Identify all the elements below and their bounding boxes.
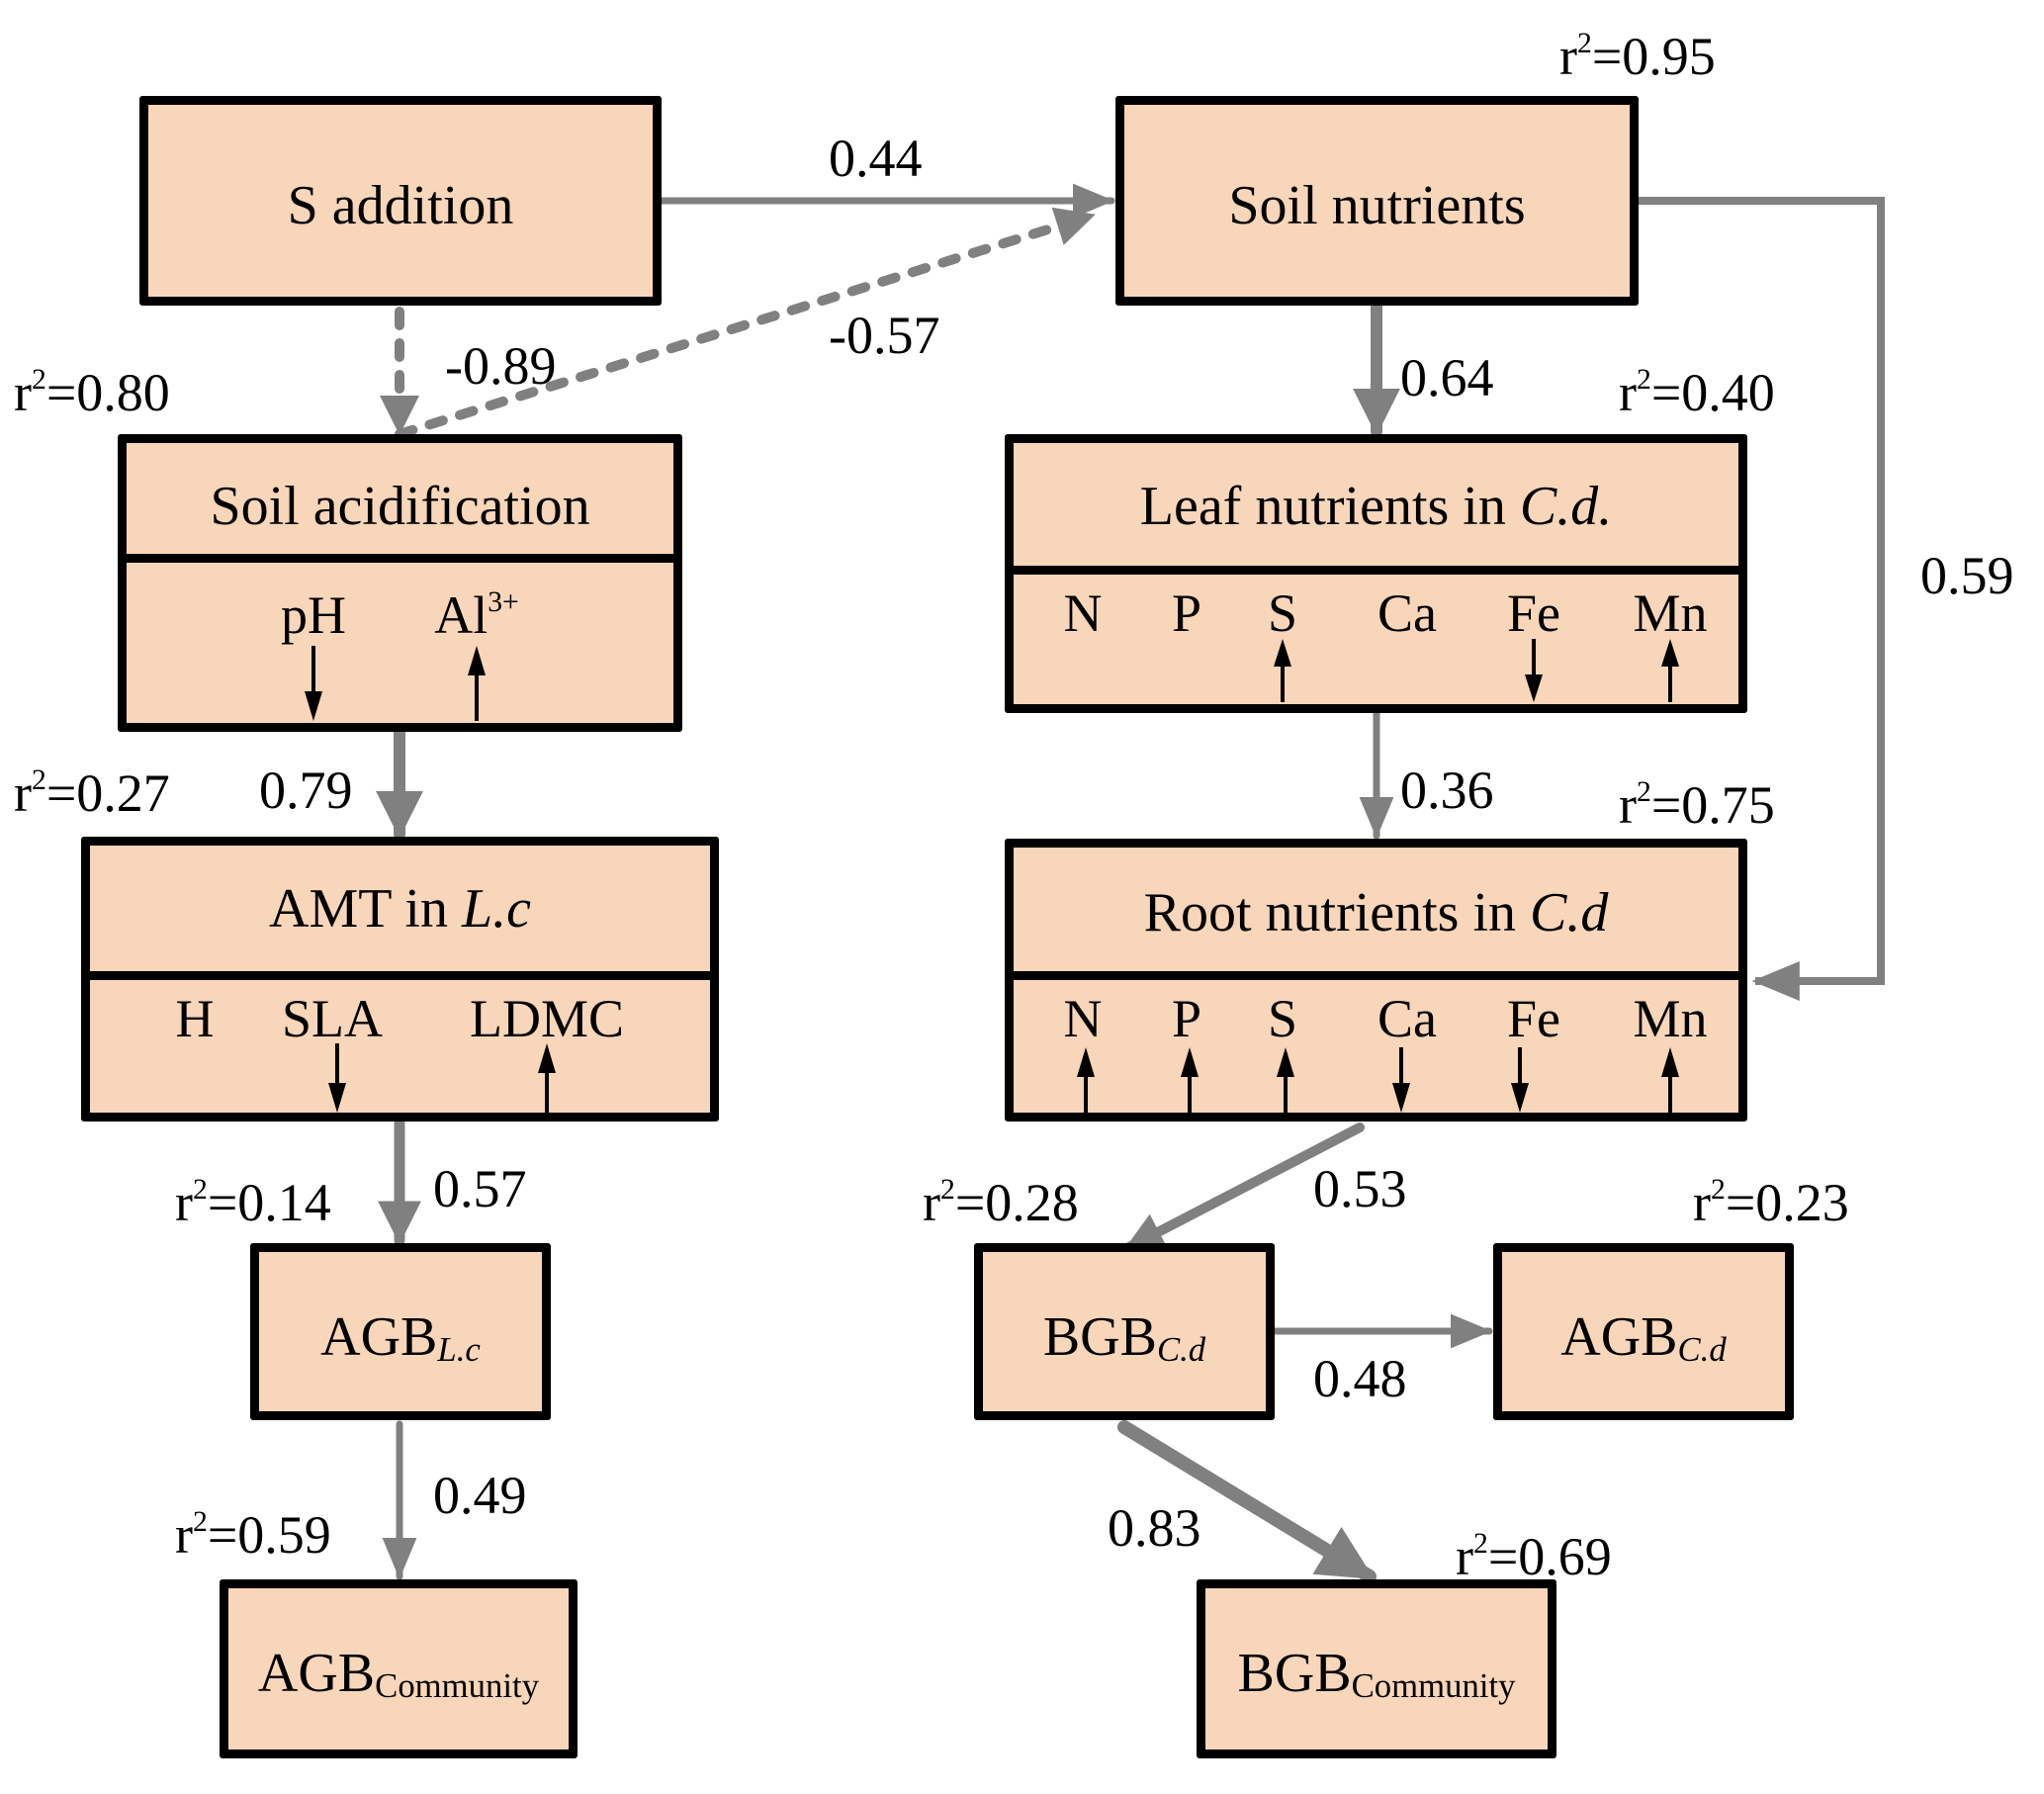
r2-bgb-cd: r2=0.28 [923, 1173, 1079, 1232]
node-title: S addition [287, 175, 514, 236]
node-divider [90, 971, 710, 980]
trait-ca: Ca [1377, 989, 1437, 1048]
trait-fe: Fe [1507, 583, 1560, 643]
r2-agb-lc: r2=0.14 [175, 1173, 331, 1232]
trait-ph: pH [281, 585, 346, 645]
node-title: AGBC.d [1560, 1306, 1727, 1370]
node-title: Leaf nutrients in C.d. [1139, 476, 1613, 537]
path-root-nutrients-to-bgb-cd [1122, 1122, 1365, 1253]
coef-soil-acidification-soil-nutrients: -0.57 [829, 306, 940, 365]
trait-sla: SLA [281, 989, 384, 1048]
node-bgb-community: BGBCommunity [1197, 1579, 1556, 1758]
trait-p: P [1171, 583, 1202, 643]
trait-list: H SLA LDMC [90, 980, 710, 1113]
node-agb-community: AGBCommunity [220, 1579, 578, 1758]
coef-soil-acidification-amt: 0.79 [259, 761, 353, 820]
trait-ca: Ca [1377, 583, 1437, 643]
arrow-up-icon [1181, 1047, 1199, 1113]
trait-p: P [1171, 989, 1202, 1048]
arrow-up-icon [1661, 1047, 1679, 1113]
arrow-down-icon [305, 646, 322, 721]
arrow-up-icon [1661, 639, 1679, 702]
node-title: AGBL.c [320, 1306, 481, 1370]
coef-bgb-cd-bgb-community: 0.83 [1108, 1498, 1201, 1558]
trait-h: H [175, 989, 215, 1048]
arrow-up-icon [1077, 1047, 1095, 1113]
arrow-down-icon [1525, 639, 1543, 702]
trait-list: N P S Ca Fe Mn [1014, 575, 1738, 704]
trait-ldmc: LDMC [469, 989, 625, 1048]
r2-soil-acidification: r2=0.80 [14, 363, 170, 422]
trait-s: S [1267, 989, 1298, 1048]
trait-al: Al3+ [434, 585, 519, 645]
node-title: Soil nutrients [1228, 175, 1526, 236]
trait-list: pH Al3+ [127, 563, 673, 723]
trait-mn: Mn [1633, 989, 1708, 1048]
arrow-up-icon [1274, 639, 1291, 702]
r2-bgb-community: r2=0.69 [1456, 1527, 1612, 1586]
r2-root-nutrients: r2=0.75 [1619, 775, 1775, 835]
r2-agb-cd: r2=0.23 [1693, 1173, 1849, 1232]
node-title: AGBCommunity [257, 1643, 540, 1706]
node-amt: AMT in L.c H SLA LDMC [81, 837, 719, 1121]
coef-bgb-cd-agb-cd: 0.48 [1313, 1349, 1407, 1408]
coef-leaf-nutrients-root-nutrients: 0.36 [1400, 761, 1494, 820]
arrow-down-icon [1392, 1047, 1410, 1113]
coef-soil-nutrients-root-nutrients: 0.59 [1920, 546, 2014, 605]
coef-soil-nutrients-leaf-nutrients: 0.64 [1400, 348, 1494, 407]
trait-n: N [1063, 989, 1103, 1048]
trait-mn: Mn [1633, 583, 1708, 643]
trait-n: N [1063, 583, 1103, 643]
node-agb-cd: AGBC.d [1493, 1243, 1794, 1420]
arrow-up-icon [1277, 1047, 1294, 1113]
node-title: Root nutrients in C.d [1143, 882, 1609, 943]
path-soil-acidification-to-soil-nutrients [395, 207, 1097, 439]
path-bgb-cd-to-bgb-community [1117, 1420, 1377, 1583]
arrow-up-icon [468, 646, 486, 721]
trait-list: N P S Ca Fe Mn [1014, 980, 1738, 1113]
trait-fe: Fe [1507, 989, 1560, 1048]
node-divider [127, 554, 673, 563]
r2-agb-community: r2=0.59 [175, 1505, 331, 1565]
node-title: AMT in L.c [269, 878, 531, 940]
node-s-addition: S addition [139, 96, 662, 306]
coef-amt-agb-lc: 0.57 [433, 1159, 527, 1218]
node-title: BGBCommunity [1237, 1643, 1516, 1706]
node-divider [1014, 971, 1738, 980]
r2-soil-nutrients: r2=0.95 [1559, 27, 1716, 86]
coef-s-addition-soil-acidification: -0.89 [445, 336, 557, 396]
arrow-down-icon [1511, 1047, 1529, 1113]
node-soil-nutrients: Soil nutrients [1115, 96, 1639, 306]
arrow-down-icon [328, 1043, 346, 1113]
node-divider [1014, 566, 1738, 575]
node-bgb-cd: BGBC.d [974, 1243, 1275, 1420]
trait-s: S [1267, 583, 1298, 643]
node-title: BGBC.d [1042, 1306, 1206, 1370]
r2-leaf-nutrients: r2=0.40 [1619, 363, 1775, 422]
node-agb-lc: AGBL.c [250, 1243, 551, 1420]
node-title: Soil acidification [210, 476, 590, 537]
node-soil-acidification: Soil acidification pH Al3+ [118, 434, 682, 732]
coef-root-nutrients-bgb-cd: 0.53 [1313, 1159, 1407, 1218]
path-soil-nutrients-to-root-nutrients [1639, 197, 1885, 1001]
node-leaf-nutrients: Leaf nutrients in C.d. N P S Ca Fe Mn [1005, 434, 1747, 713]
r2-amt: r2=0.27 [14, 763, 170, 823]
coef-agb-lc-agb-community: 0.49 [433, 1466, 527, 1525]
arrow-up-icon [538, 1043, 556, 1113]
node-root-nutrients: Root nutrients in C.d N P S Ca Fe Mn [1005, 839, 1747, 1121]
coef-s-addition-soil-nutrients: 0.44 [829, 129, 923, 188]
